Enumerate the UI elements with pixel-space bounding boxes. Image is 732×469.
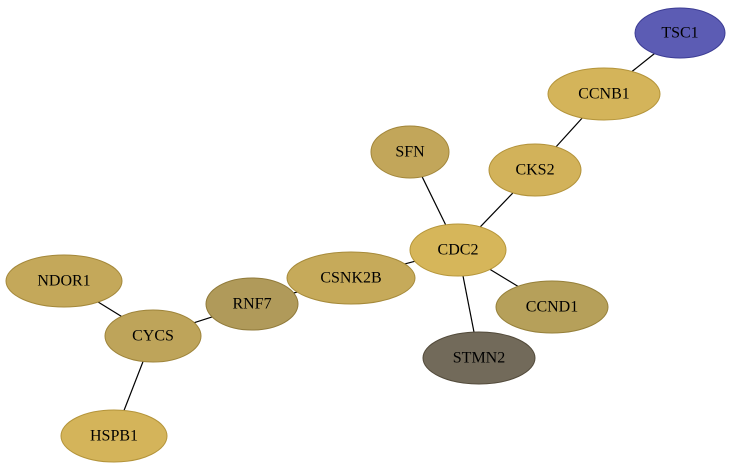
node-cks2[interactable]: CKS2: [488, 143, 582, 197]
node-shape[interactable]: [5, 254, 123, 308]
edge-cdc2-stmn2: [462, 275, 475, 333]
edge-ccnb1-cks2: [555, 117, 583, 148]
node-shape[interactable]: [205, 277, 299, 331]
node-label: RNF7: [232, 296, 271, 313]
node-shape[interactable]: [495, 280, 609, 334]
edge-ndor1-cycs: [97, 301, 122, 317]
node-shape[interactable]: [409, 223, 507, 277]
edge-rnf7-cycs: [194, 316, 213, 324]
node-tsc1[interactable]: TSC1: [634, 7, 726, 59]
node-rnf7[interactable]: RNF7: [205, 277, 299, 331]
node-label: STMN2: [453, 350, 505, 367]
node-hspb1[interactable]: HSPB1: [60, 409, 168, 463]
node-label: SFN: [395, 144, 425, 161]
node-cdc2[interactable]: CDC2: [409, 223, 507, 277]
node-shape[interactable]: [547, 67, 661, 121]
node-shape[interactable]: [634, 7, 726, 59]
node-shape[interactable]: [370, 125, 450, 179]
edge-tsc1-ccnb1: [631, 53, 655, 72]
edge-sfn-cdc2: [421, 176, 447, 226]
node-label: CCND1: [526, 299, 578, 316]
node-label: HSPB1: [90, 428, 138, 445]
edge-cdc2-csnk2b: [404, 260, 415, 265]
node-stmn2[interactable]: STMN2: [422, 331, 536, 385]
node-shape[interactable]: [60, 409, 168, 463]
node-csnk2b[interactable]: CSNK2B: [286, 251, 416, 305]
node-cycs[interactable]: CYCS: [104, 309, 202, 363]
node-shape[interactable]: [422, 331, 536, 385]
node-shape[interactable]: [488, 143, 582, 197]
node-sfn[interactable]: SFN: [370, 125, 450, 179]
node-ccnb1[interactable]: CCNB1: [547, 67, 661, 121]
node-label: NDOR1: [37, 273, 90, 290]
node-label: CCNB1: [578, 86, 630, 103]
node-shape[interactable]: [104, 309, 202, 363]
edge-cycs-hspb1: [123, 361, 144, 411]
edge-cks2-cdc2: [479, 192, 514, 228]
edge-cdc2-ccnd1: [489, 268, 519, 287]
node-label: CKS2: [515, 162, 554, 179]
node-shape[interactable]: [286, 251, 416, 305]
edges-layer: [97, 53, 655, 411]
node-label: CYCS: [132, 328, 174, 345]
node-label: CDC2: [438, 242, 479, 259]
node-label: TSC1: [661, 25, 698, 42]
node-label: CSNK2B: [320, 270, 381, 287]
node-ccnd1[interactable]: CCND1: [495, 280, 609, 334]
node-ndor1[interactable]: NDOR1: [5, 254, 123, 308]
